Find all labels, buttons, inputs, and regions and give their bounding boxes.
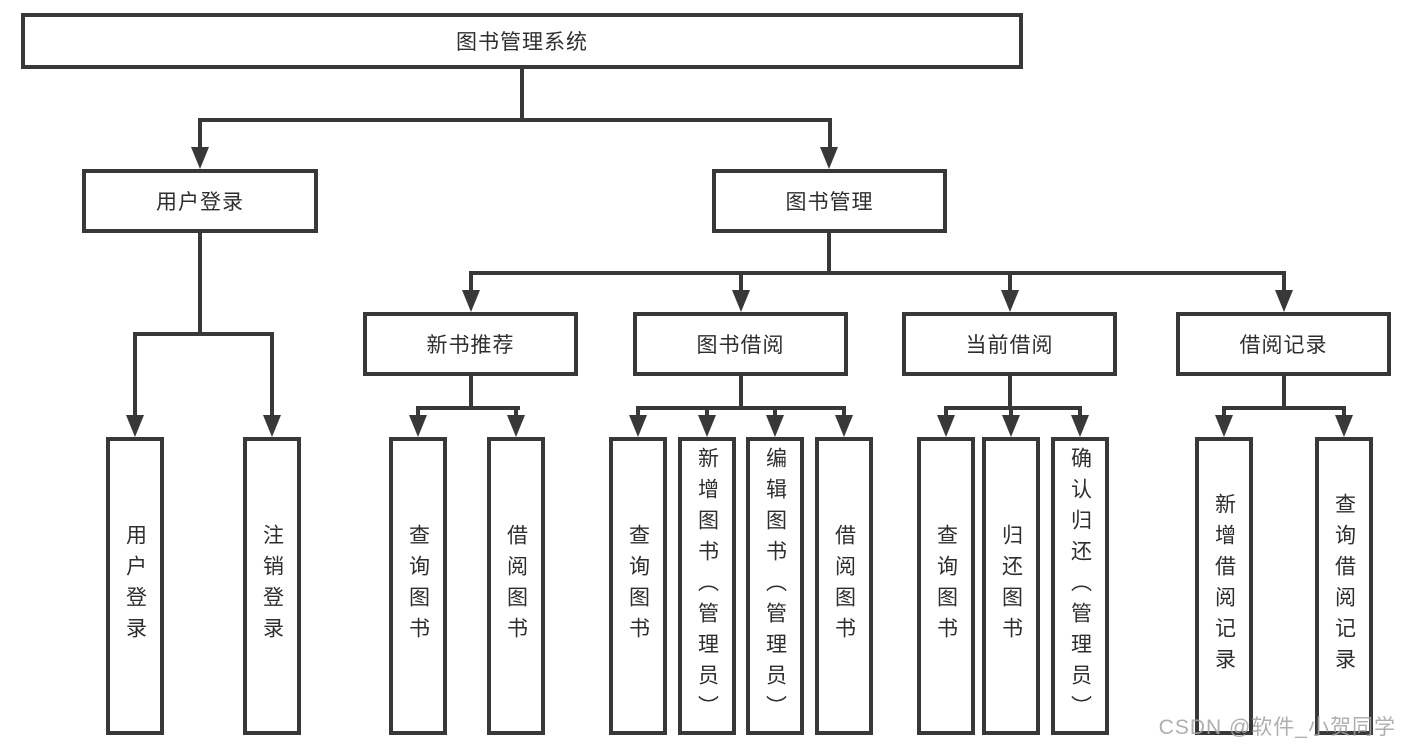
leaf-br-query-record-label: 查询借阅记录	[1332, 493, 1356, 679]
connector-line	[636, 406, 846, 410]
connector-line	[828, 118, 832, 148]
leaf-bb-add-books: 新增图书（管理员）	[678, 437, 736, 735]
arrowhead-down-icon	[835, 415, 853, 437]
connector-line	[944, 406, 948, 415]
leaf-user-login-label: 用户登录	[123, 524, 147, 648]
node-user-login-label: 用户登录	[156, 191, 244, 214]
connector-line	[827, 233, 831, 275]
node-new-book-recommend-label: 新书推荐	[426, 334, 515, 357]
arrowhead-down-icon	[126, 415, 144, 437]
leaf-logout: 注销登录	[243, 437, 301, 735]
connector-line	[1008, 376, 1012, 410]
connector-line	[842, 406, 846, 415]
leaf-cb-return-books: 归还图书	[982, 437, 1040, 735]
arrowhead-down-icon	[1002, 415, 1020, 437]
leaf-cb-query-books-label: 查询图书	[934, 524, 958, 648]
node-root: 图书管理系统	[21, 13, 1023, 69]
node-current-borrowing: 当前借阅	[902, 312, 1117, 376]
connector-line	[1078, 406, 1082, 415]
arrowhead-down-icon	[191, 147, 209, 169]
arrowhead-down-icon	[1071, 415, 1089, 437]
connector-line	[270, 332, 274, 415]
node-borrow-records: 借阅记录	[1176, 312, 1391, 376]
arrowhead-down-icon	[732, 290, 750, 312]
node-borrow-records-label: 借阅记录	[1239, 334, 1328, 357]
leaf-logout-label: 注销登录	[260, 524, 284, 648]
arrowhead-down-icon	[409, 415, 427, 437]
connector-line	[416, 406, 520, 410]
arrowhead-down-icon	[937, 415, 955, 437]
leaf-bb-query-books: 查询图书	[609, 437, 667, 735]
node-current-borrowing-label: 当前借阅	[965, 334, 1054, 357]
arrowhead-down-icon	[629, 415, 647, 437]
connector-line	[636, 406, 640, 415]
leaf-bb-edit-books: 编辑图书（管理员）	[746, 437, 804, 735]
connector-line	[1009, 406, 1013, 415]
node-new-book-recommend: 新书推荐	[363, 312, 578, 376]
arrowhead-down-icon	[698, 415, 716, 437]
connector-line	[705, 406, 709, 415]
connector-line	[739, 271, 743, 290]
connector-line	[133, 332, 137, 415]
leaf-nb-query-books: 查询图书	[389, 437, 447, 735]
connector-line	[1222, 406, 1226, 415]
node-root-label: 图书管理系统	[456, 31, 588, 54]
leaf-br-query-record: 查询借阅记录	[1315, 437, 1373, 735]
node-book-management: 图书管理	[712, 169, 947, 233]
connector-line	[469, 271, 1286, 275]
arrowhead-down-icon	[462, 290, 480, 312]
connector-line	[469, 271, 473, 290]
connector-line	[944, 406, 1082, 410]
connector-line	[469, 376, 473, 410]
leaf-bb-query-books-label: 查询图书	[626, 524, 650, 648]
leaf-bb-borrow-books: 借阅图书	[815, 437, 873, 735]
leaf-nb-borrow-books: 借阅图书	[487, 437, 545, 735]
node-book-borrowing-label: 图书借阅	[696, 334, 785, 357]
leaf-br-add-record: 新增借阅记录	[1195, 437, 1253, 735]
arrowhead-down-icon	[766, 415, 784, 437]
connector-line	[1222, 406, 1346, 410]
arrowhead-down-icon	[1275, 290, 1293, 312]
leaf-br-add-record-label: 新增借阅记录	[1212, 493, 1236, 679]
arrowhead-down-icon	[1335, 415, 1353, 437]
connector-line	[1282, 271, 1286, 290]
leaf-cb-return-books-label: 归还图书	[999, 524, 1023, 648]
leaf-cb-query-books: 查询图书	[917, 437, 975, 735]
leaf-cb-confirm-return: 确认归还（管理员）	[1051, 437, 1109, 735]
node-book-management-label: 图书管理	[785, 191, 874, 214]
leaf-user-login: 用户登录	[106, 437, 164, 735]
node-book-borrowing: 图书借阅	[633, 312, 848, 376]
connector-line	[133, 332, 274, 336]
leaf-nb-borrow-books-label: 借阅图书	[504, 524, 528, 648]
watermark: CSDN @软件_小贺同学	[1158, 716, 1396, 739]
connector-line	[198, 233, 202, 336]
connector-line	[1282, 376, 1286, 410]
connector-line	[1342, 406, 1346, 415]
connector-line	[520, 69, 524, 122]
connector-line	[739, 376, 743, 410]
arrowhead-down-icon	[1001, 290, 1019, 312]
leaf-bb-add-books-label: 新增图书（管理员）	[695, 446, 719, 726]
arrowhead-down-icon	[1215, 415, 1233, 437]
node-user-login: 用户登录	[82, 169, 318, 233]
connector-line	[773, 406, 777, 415]
connector-line	[514, 406, 518, 415]
leaf-nb-query-books-label: 查询图书	[406, 524, 430, 648]
connector-line	[198, 118, 832, 122]
arrowhead-down-icon	[507, 415, 525, 437]
connector-line	[416, 406, 420, 415]
connector-line	[1008, 271, 1012, 290]
arrowhead-down-icon	[820, 147, 838, 169]
connector-line	[198, 118, 202, 148]
leaf-bb-borrow-books-label: 借阅图书	[832, 524, 856, 648]
leaf-cb-confirm-return-label: 确认归还（管理员）	[1068, 446, 1092, 726]
leaf-bb-edit-books-label: 编辑图书（管理员）	[763, 446, 787, 726]
arrowhead-down-icon	[263, 415, 281, 437]
